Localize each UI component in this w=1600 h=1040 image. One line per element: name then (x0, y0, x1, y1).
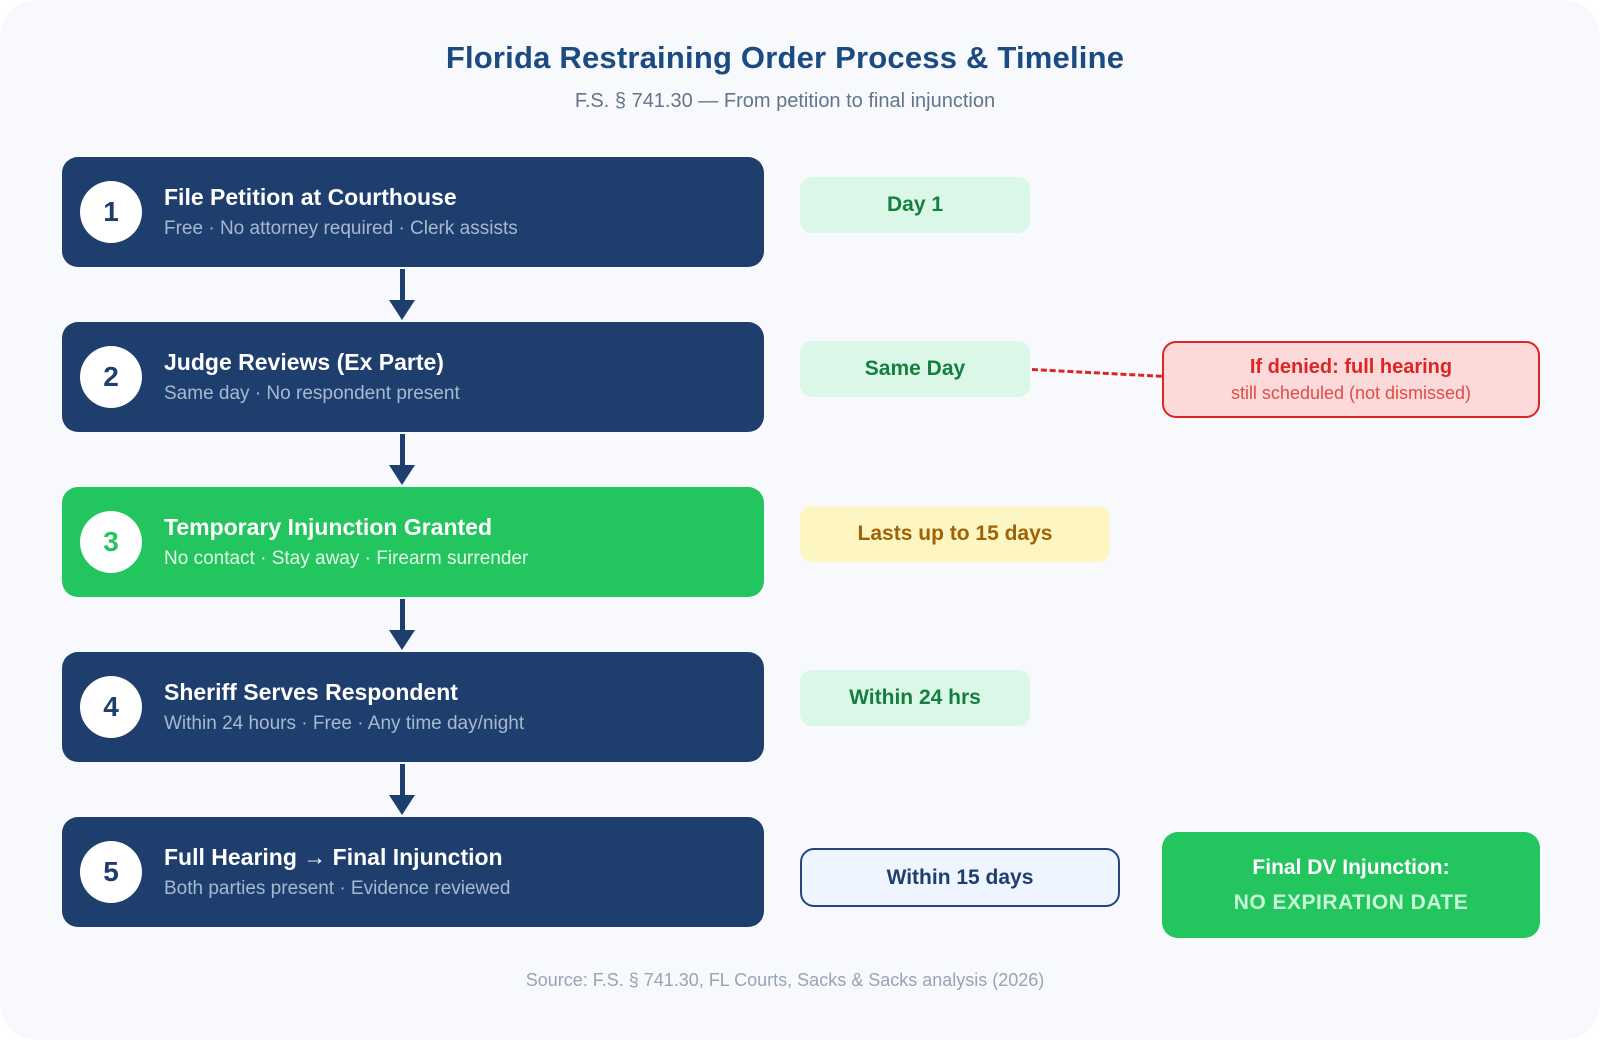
step-number-badge: 2 (80, 346, 142, 408)
step-full-hearing: 5 Full Hearing → Final Injunction Both p… (62, 817, 764, 927)
source-note: Source: F.S. § 741.30, FL Courts, Sacks … (525, 970, 1045, 990)
arrow-head (389, 300, 415, 320)
final-box-title: Final DV Injunction: (1252, 855, 1450, 879)
dashed-connector-line (1031, 368, 1162, 378)
arrow-stem (399, 599, 405, 630)
page-subtitle: F.S. § 741.30 — From petition to final i… (574, 90, 996, 112)
step-detail: Same day · No respondent present (164, 383, 460, 404)
step-number-badge: 4 (80, 676, 142, 738)
step-title: Judge Reviews (Ex Parte) (164, 349, 444, 375)
step-number-badge: 3 (80, 511, 142, 573)
step-detail: No contact · Stay away · Firearm surrend… (164, 548, 529, 569)
down-arrow-icon (389, 764, 415, 815)
step-title: Sheriff Serves Respondent (164, 679, 458, 705)
step-detail: Both parties present · Evidence reviewed (164, 878, 511, 899)
down-arrow-icon (389, 269, 415, 320)
timeline-badge-within-24hrs: Within 24 hrs (800, 670, 1030, 726)
final-box-subtitle: NO EXPIRATION DATE (1233, 890, 1469, 914)
step-text: Temporary Injunction Granted No contact … (164, 514, 528, 570)
final-injunction-box: Final DV Injunction: NO EXPIRATION DATE (1162, 832, 1540, 938)
down-arrow-icon (389, 599, 415, 650)
step-detail: Free · No attorney required · Clerk assi… (164, 218, 518, 239)
step-temporary-injunction: 3 Temporary Injunction Granted No contac… (62, 487, 764, 597)
if-denied-callout: If denied: full hearing still scheduled … (1162, 341, 1540, 418)
arrow-head (389, 795, 415, 815)
callout-subtitle: still scheduled (not dismissed) (1230, 382, 1472, 403)
step-text: Sheriff Serves Respondent Within 24 hour… (164, 679, 524, 735)
arrow-stem (399, 434, 405, 465)
step-title: Full Hearing → Final Injunction (164, 844, 503, 870)
arrow-head (389, 630, 415, 650)
callout-title: If denied: full hearing (1249, 355, 1453, 378)
timeline-badge-within-15-days: Within 15 days (800, 848, 1120, 907)
step-number-badge: 5 (80, 841, 142, 903)
step-judge-reviews: 2 Judge Reviews (Ex Parte) Same day · No… (62, 322, 764, 432)
timeline-badge-lasts-15-days: Lasts up to 15 days (800, 506, 1110, 562)
step-file-petition: 1 File Petition at Courthouse Free · No … (62, 157, 764, 267)
step-sheriff-serves: 4 Sheriff Serves Respondent Within 24 ho… (62, 652, 764, 762)
timeline-badge-same-day: Same Day (800, 341, 1030, 397)
step-text: File Petition at Courthouse Free · No at… (164, 184, 518, 240)
step-detail: Within 24 hours · Free · Any time day/ni… (164, 713, 525, 734)
arrow-stem (399, 764, 405, 795)
arrow-head (389, 465, 415, 485)
arrow-stem (399, 269, 405, 300)
step-title: File Petition at Courthouse (164, 184, 457, 210)
step-number-badge: 1 (80, 181, 142, 243)
down-arrow-icon (389, 434, 415, 485)
step-text: Judge Reviews (Ex Parte) Same day · No r… (164, 349, 460, 405)
step-text: Full Hearing → Final Injunction Both par… (164, 844, 510, 900)
step-title: Temporary Injunction Granted (164, 514, 492, 540)
page-title: Florida Restraining Order Process & Time… (445, 40, 1125, 75)
timeline-badge-day1: Day 1 (800, 177, 1030, 233)
